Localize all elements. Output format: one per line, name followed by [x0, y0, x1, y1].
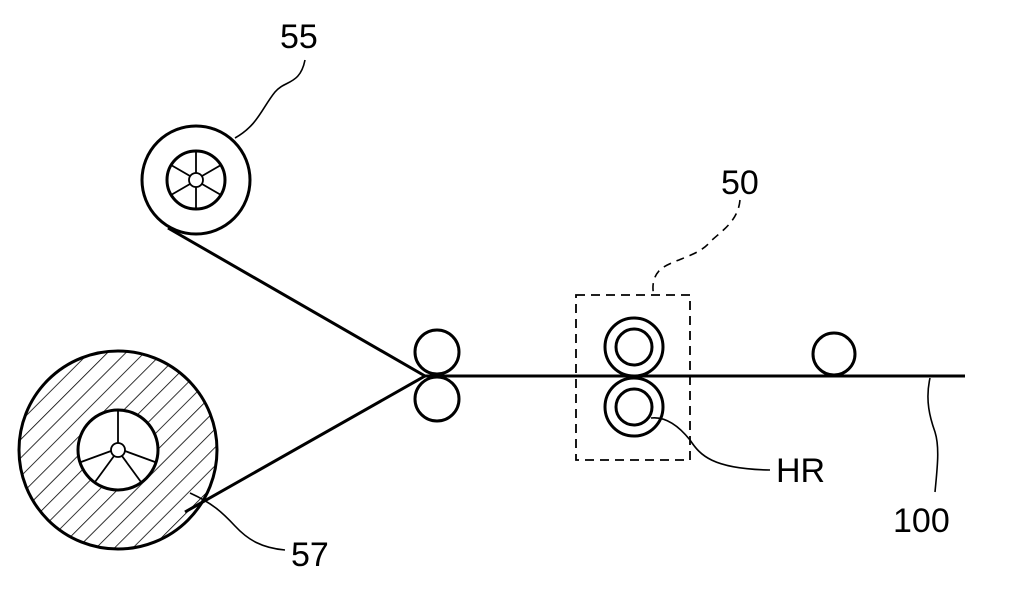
guide-roller	[811, 331, 857, 377]
nip-rollers	[413, 328, 461, 423]
film-upper-path	[167, 226, 426, 378]
leader-50	[652, 199, 741, 297]
film-lower-path	[184, 374, 426, 514]
label-hr: HR	[776, 452, 825, 490]
label-57: 57	[291, 536, 329, 574]
leader-100	[927, 377, 939, 493]
label-100: 100	[893, 502, 950, 540]
label-50: 50	[721, 164, 759, 202]
leader-hr	[650, 417, 771, 471]
laminated-roll	[17, 349, 219, 551]
heating-rollers	[603, 316, 665, 438]
leader-57	[189, 492, 286, 551]
supply-roll	[140, 124, 252, 236]
label-55: 55	[280, 18, 318, 56]
leader-55	[234, 59, 306, 139]
heating-unit-box	[575, 294, 691, 461]
